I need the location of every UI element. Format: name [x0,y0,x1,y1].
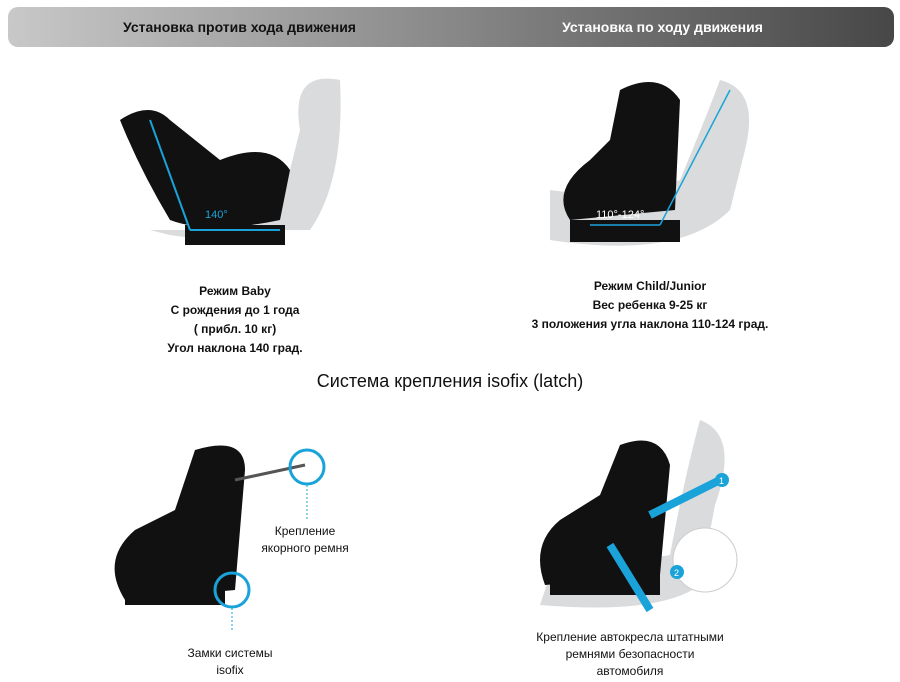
note-line: ремнями безопасности [565,647,695,661]
caption-line: Угол наклона 140 град. [167,341,303,355]
caption-line: ( прибл. 10 кг) [193,322,277,336]
anchor-strap-note: Крепление якорного ремня [250,523,360,557]
angle-label: 140° [205,209,228,221]
installation-tabs: Установка против хода движения Установка… [8,7,894,47]
forward-facing-seat-image: 110°-124° [550,80,750,246]
isofix-seat-image [114,445,326,630]
step-1-marker: 1 [719,476,724,486]
caption-line: Режим Child/Junior [593,279,707,293]
step-2-marker: 2 [674,568,679,578]
note-line: isofix [216,663,244,677]
isofix-locks-note: Замки системы isofix [170,645,290,679]
caption-line: Режим Baby [199,284,271,298]
caption-line: Вес ребенка 9-25 кг [592,298,708,312]
note-line: Замки системы [187,646,273,660]
note-line: Крепление автокресла штатными [536,630,724,644]
seatbelt-seat-image: 1 2 [540,420,738,613]
note-line: якорного ремня [261,541,349,555]
tab-rear-facing[interactable]: Установка против хода движения [123,19,356,35]
mode-child-caption: Режим Child/Junior Вес ребенка 9-25 кг 3… [480,277,820,334]
isofix-title: Система крепления isofix (latch) [316,371,584,391]
note-line: автомобиля [596,664,664,678]
tab-forward-facing[interactable]: Установка по ходу движения [562,19,763,35]
note-line: Крепление [274,524,336,538]
caption-line: 3 положения угла наклона 110-124 град. [531,317,769,331]
rear-facing-seat-image: 140° [120,78,341,245]
mode-baby-caption: Режим Baby С рождения до 1 года ( прибл.… [110,282,360,358]
seatbelt-note: Крепление автокресла штатными ремнями бе… [510,629,750,680]
caption-line: С рождения до 1 года [170,303,300,317]
angle-label: 110°-124° [596,209,644,221]
